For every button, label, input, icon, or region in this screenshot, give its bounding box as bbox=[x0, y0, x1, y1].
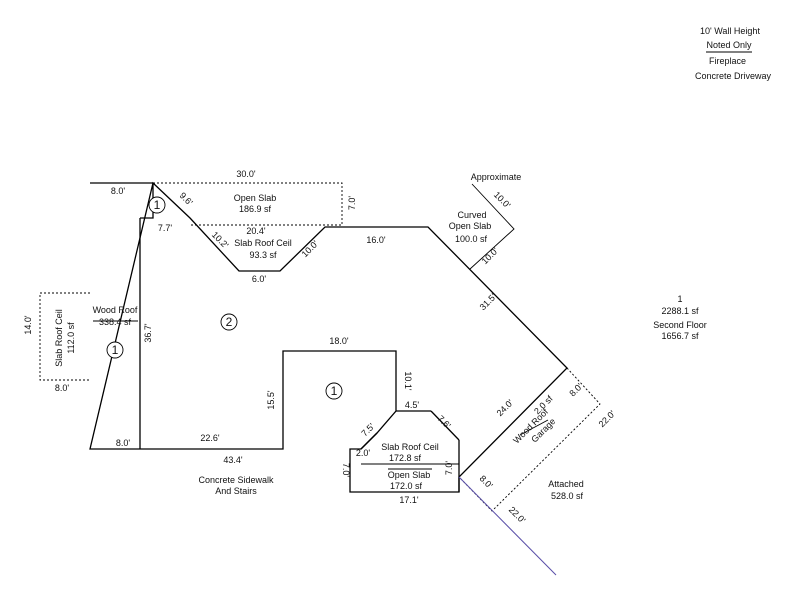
dim-43-4: 43.4' bbox=[223, 455, 243, 465]
dim-22-g1: 22.0' bbox=[597, 408, 618, 429]
courtyard-diag-wall bbox=[430, 410, 460, 441]
svg-text:Wood Roof: Wood Roof bbox=[93, 305, 138, 315]
dim-10-2: 10.2' bbox=[210, 230, 231, 251]
dim-16: 16.0' bbox=[366, 235, 386, 245]
dim-10-1: 10.1' bbox=[403, 371, 413, 391]
open-slab-bottom-label: Open Slab 172.0 sf bbox=[388, 470, 431, 491]
legend-fireplace: Fireplace bbox=[709, 56, 746, 66]
dim-15-5: 15.5' bbox=[266, 390, 276, 410]
dim-10-b: 10.0' bbox=[492, 190, 513, 211]
svg-text:1: 1 bbox=[112, 343, 119, 357]
dim-30: 30.0' bbox=[236, 169, 256, 179]
svg-text:Open Slab: Open Slab bbox=[234, 193, 277, 203]
slab-roof-left-label: Slab Roof Ceil 112.0 sf bbox=[54, 309, 76, 367]
dim-36-7: 36.7' bbox=[143, 323, 153, 343]
dim-9-6: 9.6' bbox=[178, 190, 195, 207]
svg-text:186.9 sf: 186.9 sf bbox=[239, 204, 272, 214]
svg-text:93.3 sf: 93.3 sf bbox=[249, 250, 277, 260]
summary-second-floor-area: 1656.7 sf bbox=[661, 331, 699, 341]
dim-20-4: 20.4' bbox=[246, 226, 266, 236]
open-slab-top-outline bbox=[153, 182, 343, 226]
floor-marker-courtyard: 1 bbox=[325, 382, 343, 400]
dim-22-6: 22.6' bbox=[200, 433, 220, 443]
svg-text:Slab Roof Ceil: Slab Roof Ceil bbox=[234, 238, 292, 248]
svg-text:1: 1 bbox=[331, 384, 338, 398]
dim-8-g1: 8.0' bbox=[567, 381, 584, 398]
svg-text:Attached: Attached bbox=[548, 479, 584, 489]
curved-slab-outline bbox=[469, 183, 515, 270]
dim-24: 24.0' bbox=[495, 397, 516, 418]
summary-area: 2288.1 sf bbox=[661, 306, 699, 316]
slab-roof-bottom-label: Slab Roof Ceil 172.8 sf bbox=[381, 442, 439, 463]
wood-roof-label: Wood Roof 338.4 sf bbox=[93, 305, 138, 327]
driveway-line bbox=[458, 476, 557, 576]
dim-14: 14.0' bbox=[23, 315, 33, 335]
dim-7-br: 7.0' bbox=[444, 461, 454, 476]
svg-text:Concrete Sidewalk: Concrete Sidewalk bbox=[198, 475, 274, 485]
slab-roof-top-label: Slab Roof Ceil 93.3 sf bbox=[234, 238, 292, 260]
dim-8-top: 8.0' bbox=[111, 186, 126, 196]
garage-label: Wood Roof 2.0 sf Garage bbox=[511, 393, 557, 445]
open-slab-top-label: Open Slab 186.9 sf bbox=[234, 193, 277, 214]
svg-text:Open Slab: Open Slab bbox=[449, 221, 492, 231]
attached-label: Attached 528.0 sf bbox=[548, 479, 584, 501]
dim-7-7: 7.7' bbox=[158, 223, 173, 233]
area-summary: 1 2288.1 sf Second Floor 1656.7 sf bbox=[653, 294, 707, 341]
svg-text:Approximate: Approximate bbox=[471, 172, 522, 182]
svg-text:338.4 sf: 338.4 sf bbox=[99, 317, 132, 327]
summary-second-floor-label: Second Floor bbox=[653, 320, 707, 330]
dim-18: 18.0' bbox=[329, 336, 349, 346]
dim-10-a: 10.0' bbox=[300, 238, 321, 259]
svg-text:Slab Roof Ceil: Slab Roof Ceil bbox=[54, 309, 64, 367]
dim-4-5: 4.5' bbox=[405, 400, 420, 410]
svg-text:172.0 sf: 172.0 sf bbox=[390, 481, 423, 491]
slab-roof-left-outline bbox=[39, 292, 90, 381]
bottom-slab-left-diag bbox=[360, 432, 378, 450]
floor-marker-top-left: 1 bbox=[148, 196, 166, 214]
svg-text:Curved: Curved bbox=[457, 210, 486, 220]
curved-slab-label: Approximate Curved Open Slab 100.0 sf bbox=[449, 172, 522, 244]
svg-text:172.8 sf: 172.8 sf bbox=[389, 453, 422, 463]
dim-8-g2: 8.0' bbox=[478, 473, 495, 490]
dim-8-bot: 8.0' bbox=[116, 438, 131, 448]
legend-concrete-driveway: Concrete Driveway bbox=[695, 71, 772, 81]
legend: 10' Wall Height Noted Only Fireplace Con… bbox=[695, 26, 772, 81]
svg-text:112.0 sf: 112.0 sf bbox=[66, 322, 76, 354]
dim-7-6: 7.6' bbox=[436, 413, 453, 430]
legend-wall-height: 10' Wall Height bbox=[700, 26, 760, 36]
svg-text:528.0 sf: 528.0 sf bbox=[551, 491, 584, 501]
dim-6: 6.0' bbox=[252, 274, 267, 284]
legend-noted-only: Noted Only bbox=[706, 40, 752, 50]
dim-22-g2: 22.0' bbox=[507, 505, 528, 526]
svg-text:1: 1 bbox=[154, 198, 161, 212]
svg-text:2: 2 bbox=[226, 315, 233, 329]
sidewalk-label: Concrete Sidewalk And Stairs bbox=[198, 475, 274, 496]
svg-text:100.0 sf: 100.0 sf bbox=[455, 234, 488, 244]
dim-17-1: 17.1' bbox=[399, 495, 419, 505]
floor-marker-main: 2 bbox=[220, 313, 238, 331]
summary-floor-number: 1 bbox=[677, 294, 682, 304]
dim-7-bl: 7.0' bbox=[341, 463, 351, 478]
dim-2: 2.0' bbox=[356, 448, 371, 458]
svg-text:And Stairs: And Stairs bbox=[215, 486, 257, 496]
dim-7-top: 7.0' bbox=[347, 196, 357, 211]
svg-text:Open Slab: Open Slab bbox=[388, 470, 431, 480]
garage-label-underline bbox=[519, 419, 549, 436]
dim-8-left: 8.0' bbox=[55, 383, 70, 393]
svg-text:Slab Roof Ceil: Slab Roof Ceil bbox=[381, 442, 439, 452]
floor-marker-wood-roof: 1 bbox=[106, 341, 124, 359]
dim-10-c: 10.0' bbox=[480, 245, 501, 266]
